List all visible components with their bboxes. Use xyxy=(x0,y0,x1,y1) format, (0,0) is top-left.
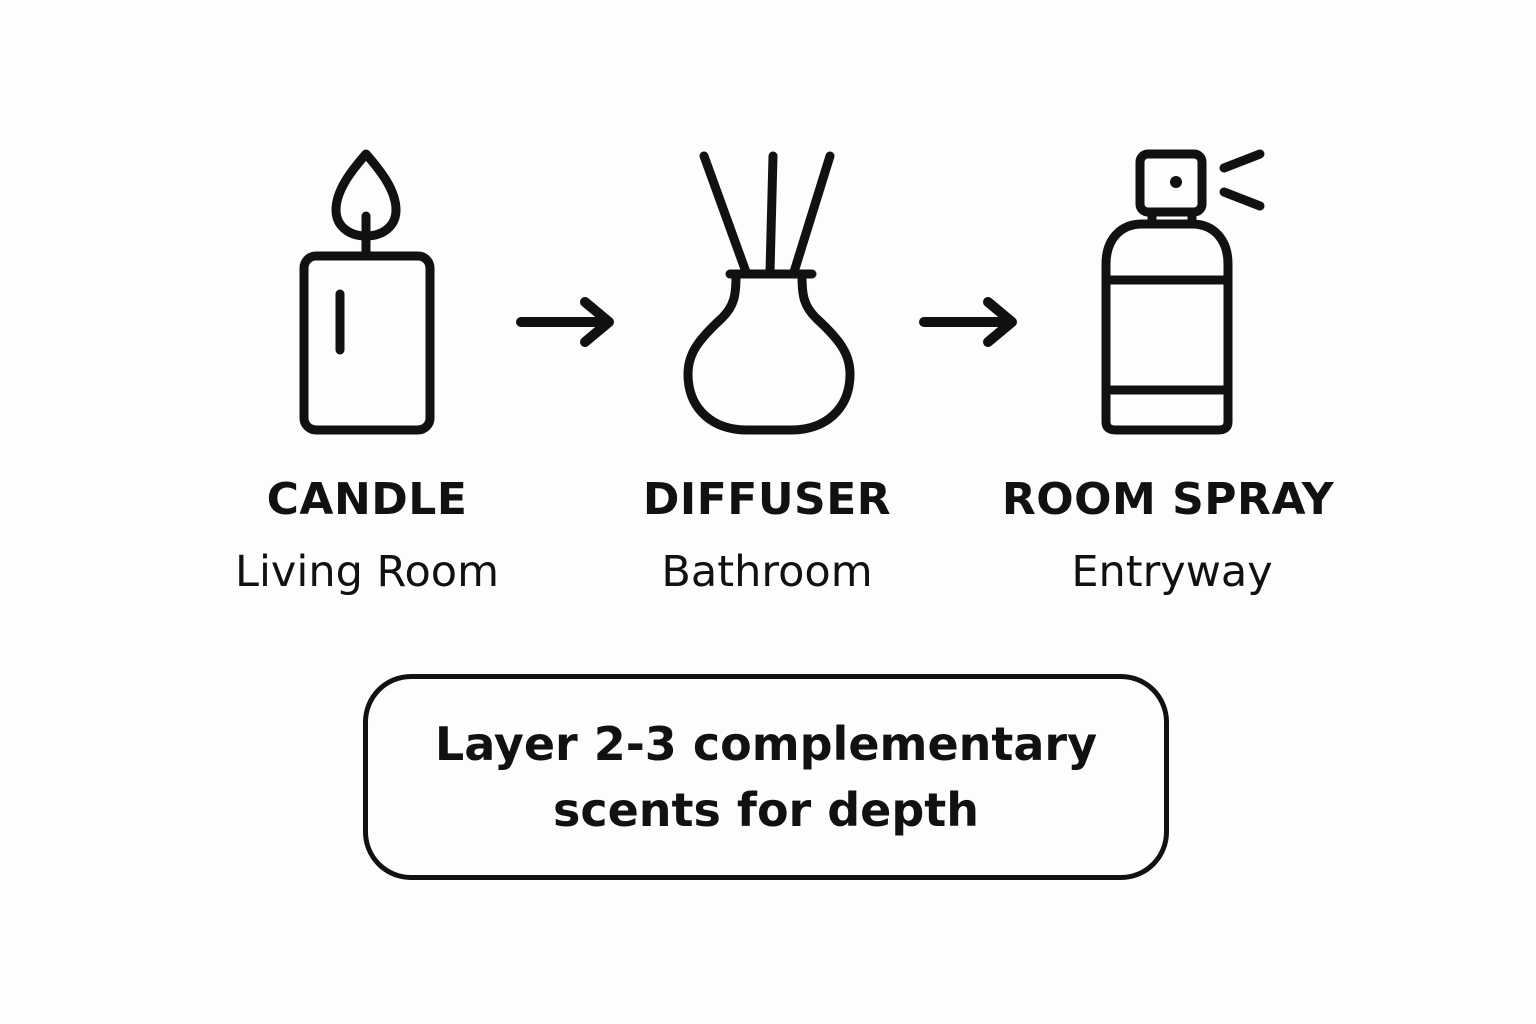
diffuser-room: Bathroom xyxy=(661,547,873,597)
candle-icon xyxy=(290,140,450,440)
reed-diffuser-icon xyxy=(680,148,860,438)
room-spray-title: ROOM SPRAY xyxy=(1001,474,1335,525)
tip-text: Layer 2-3 complementary scents for depth xyxy=(434,717,1098,837)
spray-bottle-icon xyxy=(1100,146,1280,440)
room-spray-room: Entryway xyxy=(1071,547,1273,597)
tip-box: Layer 2-3 complementary scents for depth xyxy=(363,674,1169,880)
candle-room: Living Room xyxy=(235,547,499,597)
arrow-right-icon xyxy=(918,292,1022,352)
candle-title: CANDLE xyxy=(266,474,468,525)
diffuser-title: DIFFUSER xyxy=(642,474,892,525)
arrow-right-icon xyxy=(515,292,619,352)
